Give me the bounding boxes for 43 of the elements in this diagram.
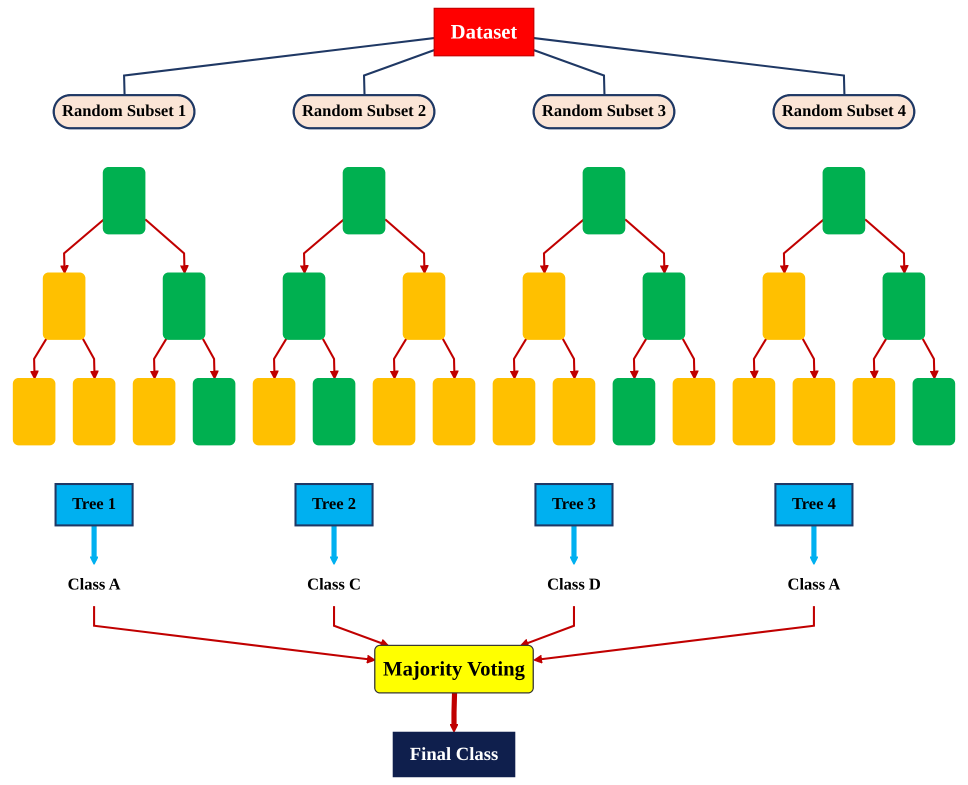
tree-node — [522, 272, 566, 340]
tree-node — [192, 378, 236, 446]
tree-node — [642, 272, 686, 340]
tree-node — [792, 378, 836, 446]
dataset-banner: Dataset — [434, 8, 534, 56]
voting-box: Majority Voting — [374, 644, 534, 694]
subset-box: Random Subset 2 — [292, 94, 436, 130]
class-label: Class C — [307, 576, 361, 594]
tree-callout: Tree 2 — [294, 483, 374, 526]
class-label: Class D — [547, 576, 601, 594]
tree-node — [732, 378, 776, 446]
tree-node — [312, 378, 356, 446]
tree-node — [402, 272, 446, 340]
tree-node — [912, 378, 956, 446]
tree-node — [342, 167, 386, 234]
tree-callout: Tree 4 — [774, 483, 854, 526]
tree-node — [72, 378, 116, 446]
tree-callout: Tree 3 — [534, 483, 614, 526]
tree-node — [132, 378, 176, 446]
tree-node — [672, 378, 716, 446]
subset-box: Random Subset 3 — [532, 94, 676, 130]
tree-node — [552, 378, 596, 446]
tree-node — [852, 378, 896, 446]
class-label: Class A — [788, 576, 840, 594]
tree-node — [492, 378, 536, 446]
tree-callout: Tree 1 — [54, 483, 134, 526]
tree-node — [102, 167, 146, 234]
tree-node — [282, 272, 326, 340]
tree-node — [762, 272, 806, 340]
tree-node — [432, 378, 476, 446]
tree-node — [12, 378, 56, 446]
tree-node — [882, 272, 926, 340]
subset-box: Random Subset 1 — [52, 94, 196, 130]
tree-node — [582, 167, 626, 234]
tree-node — [42, 272, 86, 340]
tree-node — [372, 378, 416, 446]
tree-node — [612, 378, 656, 446]
tree-node — [252, 378, 296, 446]
tree-node — [162, 272, 206, 340]
result-box: Final Class — [392, 732, 516, 778]
subset-box: Random Subset 4 — [772, 94, 916, 130]
class-label: Class A — [68, 576, 121, 594]
tree-node — [822, 167, 866, 234]
